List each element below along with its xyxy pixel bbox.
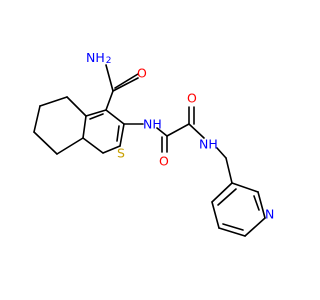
- bond: [218, 227, 246, 237]
- bond: [257, 191, 266, 219]
- amide-oxygen-label: O: [137, 66, 147, 81]
- bond: [217, 188, 237, 206]
- bond: [216, 147, 227, 159]
- bond: [116, 125, 120, 142]
- amide-nitrogen-label: NH2: [86, 50, 111, 67]
- bond: [222, 223, 244, 231]
- amine-nitrogen-label-right: NH: [199, 137, 218, 152]
- bond: [82, 115, 87, 139]
- bond: [85, 109, 107, 117]
- bond: [112, 77, 139, 92]
- bond: [166, 123, 190, 137]
- bond: [253, 195, 260, 211]
- bond: [102, 145, 121, 154]
- bond: [188, 123, 205, 139]
- pyridine-nitrogen-label: N: [265, 207, 274, 222]
- bond: [211, 182, 233, 203]
- bond: [89, 113, 104, 120]
- bond: [56, 137, 84, 155]
- oxalyl-oxygen-label-left: O: [159, 154, 169, 169]
- bond: [39, 96, 68, 107]
- bond: [156, 127, 168, 137]
- bond: [105, 90, 114, 111]
- bond: [33, 131, 58, 155]
- bond: [119, 123, 125, 147]
- amine-nitrogen-label-left: NH: [143, 117, 162, 132]
- bond: [114, 73, 139, 89]
- bond: [211, 201, 220, 229]
- bond-lines: [33, 64, 266, 237]
- bond: [105, 109, 125, 125]
- bond: [225, 157, 233, 184]
- bond: [231, 182, 259, 193]
- structure-canvas: NH2 O NH S O O NH N: [33, 50, 274, 237]
- molecule-diagram: NH2 O NH S O O NH N: [33, 50, 274, 237]
- bond: [66, 96, 87, 117]
- thiophene-sulfur-label: S: [117, 146, 125, 161]
- bond: [244, 217, 266, 237]
- bond: [82, 137, 104, 154]
- oxalyl-oxygen-label-right: O: [187, 91, 197, 106]
- bond: [105, 64, 114, 92]
- bond: [33, 105, 41, 133]
